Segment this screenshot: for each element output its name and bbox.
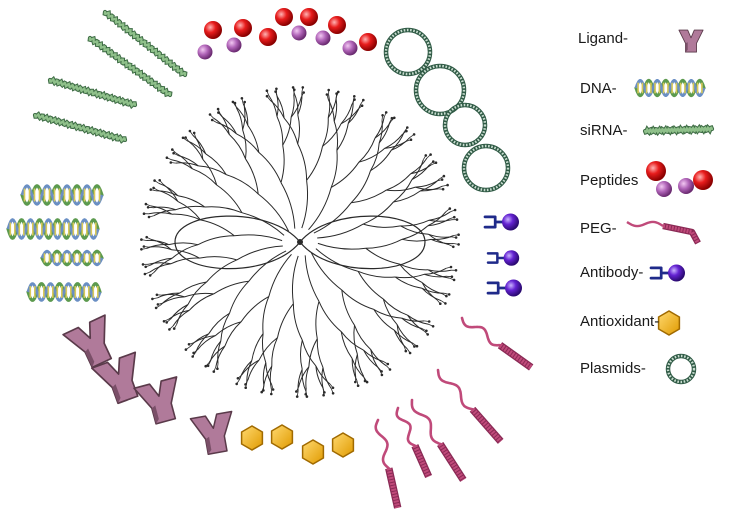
sirna-strand-icon <box>642 123 715 137</box>
legend-label-ligand: Ligand- <box>578 30 629 47</box>
peptide-red-sphere <box>328 16 346 34</box>
legend-label-antibody: Antibody- <box>580 264 644 281</box>
peptide-purple-sphere <box>197 44 213 60</box>
peptide-red-sphere <box>646 161 666 181</box>
peg-payload <box>410 398 467 482</box>
peg-payload <box>374 418 402 509</box>
legend-label-antioxidant: Antioxidant- <box>580 313 660 330</box>
dna-strand-b <box>634 79 706 97</box>
ligand-payload <box>90 351 139 405</box>
peptide-red-sphere <box>300 8 318 26</box>
peg-chain-icon <box>626 220 701 245</box>
ligand-payload <box>62 314 113 369</box>
legend-label-dna: DNA- <box>580 80 617 97</box>
peg-payload <box>395 406 433 479</box>
sirna-payload <box>102 9 188 78</box>
antibody-payload <box>486 279 522 297</box>
dna-strand-b <box>20 184 104 206</box>
peptide-purple-sphere <box>342 40 358 56</box>
sirna-strand-fill <box>103 10 187 77</box>
plasmid-ring-icon <box>665 353 697 385</box>
peptide-red-sphere <box>259 28 277 46</box>
ligand-payload <box>189 410 233 455</box>
dna-helix-icon <box>634 78 706 98</box>
dna-strand-b <box>26 282 102 302</box>
plasmid-payload <box>461 143 511 193</box>
dna-strand-b <box>6 218 100 240</box>
plasmid-payload <box>383 27 433 77</box>
legend-label-sirna: siRNA- <box>580 122 628 139</box>
legend-label-plasmids: Plasmids- <box>580 360 646 377</box>
antioxidant-payload <box>240 425 264 451</box>
dendrimer-surface-payloads <box>6 8 534 509</box>
dendrimer-branches <box>140 86 460 398</box>
dna-strand-b <box>40 249 104 267</box>
sirna-payload <box>32 111 128 144</box>
sirna-strand-fill <box>48 77 137 108</box>
sirna-payload <box>47 75 138 110</box>
peptide-purple-sphere <box>678 178 694 194</box>
dna-payload <box>26 282 102 302</box>
ligand-payload <box>133 376 178 425</box>
ligand-icon <box>678 29 704 53</box>
peptide-red-sphere <box>234 19 252 37</box>
plasmid-payload <box>413 63 467 117</box>
antioxidant-payload <box>331 432 355 458</box>
sirna-strand-fill <box>643 125 714 135</box>
antibody-payload <box>483 213 519 231</box>
antioxidant-payload <box>270 424 294 450</box>
dendrimer-core <box>140 86 460 398</box>
peg-payload <box>460 316 534 371</box>
peptide-red-sphere <box>693 170 713 190</box>
antibody-payload <box>486 250 520 266</box>
antioxidant-hexagon-icon <box>657 310 681 336</box>
sirna-payload <box>87 35 173 98</box>
peptide-purple-sphere <box>315 30 331 46</box>
sirna-strand-fill <box>33 112 127 143</box>
antioxidant-payload <box>301 439 325 465</box>
peptide-red-sphere <box>275 8 293 26</box>
peptide-spheres-icon <box>646 161 713 197</box>
peptide-purple-sphere <box>656 181 672 197</box>
dna-payload <box>20 184 104 206</box>
peptide-red-sphere <box>359 33 377 51</box>
legend-label-peg: PEG- <box>580 220 617 237</box>
peptide-purple-sphere <box>226 37 242 53</box>
sirna-strand-fill <box>88 36 172 97</box>
legend-icons <box>626 29 715 385</box>
dna-payload <box>6 218 100 240</box>
peptide-purple-sphere <box>291 25 307 41</box>
peptide-red-sphere <box>204 21 222 39</box>
dna-payload <box>40 249 104 267</box>
legend-label-peptides: Peptides <box>580 172 639 189</box>
plasmid-payload <box>442 102 488 148</box>
antibody-icon <box>649 264 685 282</box>
peg-payload <box>436 368 504 444</box>
